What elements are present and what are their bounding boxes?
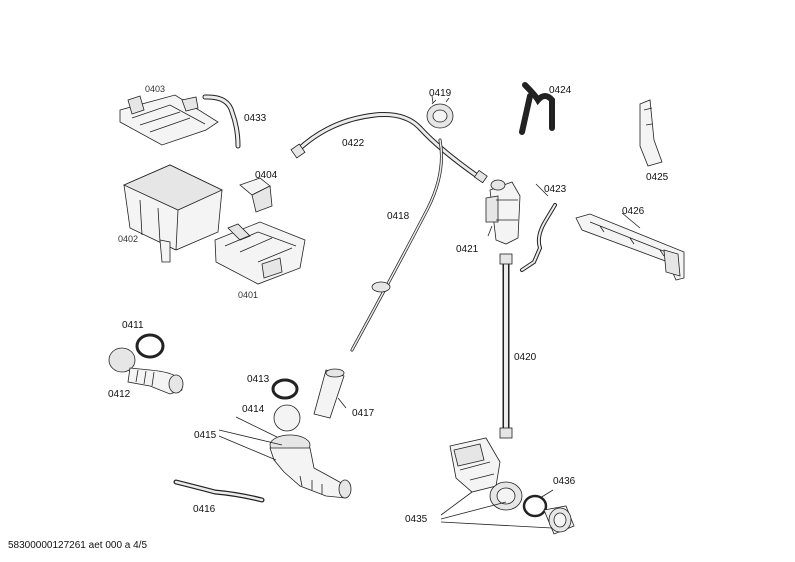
part-0423-hose <box>520 203 557 272</box>
part-0436-ring-and-cap <box>522 494 575 535</box>
label-0411: 0411 <box>122 320 144 331</box>
part-0413-seal-ring <box>271 378 299 400</box>
part-0412-elbow-hose <box>108 347 184 395</box>
part-0401-detergent-drawer <box>214 221 306 285</box>
label-0401: 0401 <box>238 290 258 300</box>
part-0402-dispenser-housing <box>123 164 223 263</box>
label-0402: 0402 <box>118 234 138 244</box>
label-0433: 0433 <box>244 113 267 124</box>
part-0435-drain-pump <box>449 437 523 511</box>
label-0426: 0426 <box>622 206 645 217</box>
part-labels: 0403 0433 0404 0402 0401 0422 0419 0418 … <box>108 84 669 525</box>
document-id-footer: 58300000127261 aet 000 a 4/5 <box>8 540 148 551</box>
label-0425: 0425 <box>646 172 669 183</box>
part-0420-hose <box>499 253 513 439</box>
part-0424-hook <box>519 82 555 135</box>
label-0419: 0419 <box>429 88 452 99</box>
label-0435: 0435 <box>405 514 428 525</box>
part-0415-sump <box>269 434 352 499</box>
label-0420: 0420 <box>514 352 537 363</box>
leader-lines <box>218 95 641 529</box>
part-0426-rail <box>575 213 685 281</box>
part-0404-bracket <box>239 177 273 213</box>
label-0436: 0436 <box>553 476 576 487</box>
label-0412: 0412 <box>108 389 131 400</box>
label-0404: 0404 <box>255 170 278 181</box>
part-0419-pressure-switch <box>426 97 454 129</box>
part-0421-valve <box>485 179 521 245</box>
part-0433-hose <box>202 94 241 149</box>
label-0422: 0422 <box>342 138 365 149</box>
part-0422-pipe <box>290 112 488 184</box>
part-0425-bracket <box>639 99 663 167</box>
label-0423: 0423 <box>544 184 567 195</box>
part-0411-seal-ring <box>135 333 165 359</box>
part-0414-ball <box>273 404 301 432</box>
label-0417: 0417 <box>352 408 375 419</box>
label-0421: 0421 <box>456 244 479 255</box>
label-0416: 0416 <box>193 504 216 515</box>
label-0415: 0415 <box>194 430 217 441</box>
label-0424: 0424 <box>549 85 572 96</box>
label-0413: 0413 <box>247 374 270 385</box>
part-0416-hose <box>173 479 265 503</box>
part-0403-drawer-cover <box>119 94 219 146</box>
label-0403: 0403 <box>145 84 165 94</box>
label-0414: 0414 <box>242 404 265 415</box>
part-0417-filter <box>313 368 345 419</box>
part-0418-tube <box>350 138 443 352</box>
label-0418: 0418 <box>387 211 410 222</box>
